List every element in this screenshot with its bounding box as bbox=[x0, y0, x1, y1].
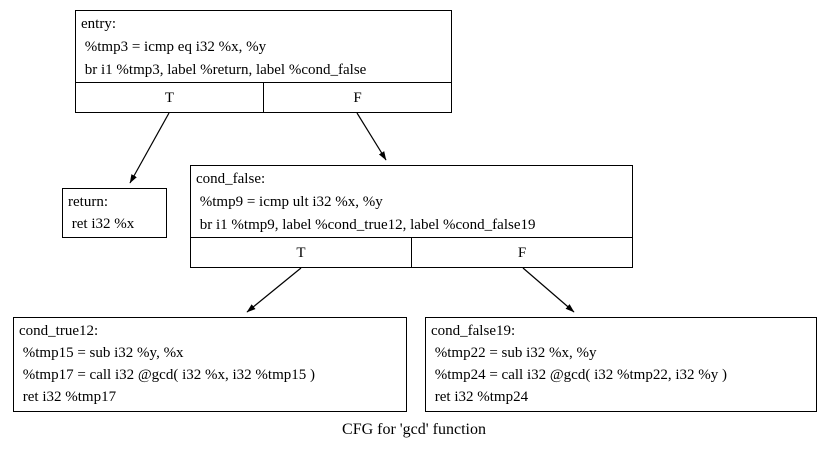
instruction: ret i32 %tmp24 bbox=[431, 389, 529, 405]
edge-cond-false-F-cond-false19 bbox=[522, 267, 575, 313]
block-label: cond_false: bbox=[196, 171, 266, 187]
entry-branch-false: F bbox=[353, 89, 362, 106]
cond-false-branch-false: F bbox=[517, 244, 527, 261]
cond-false-branch-row: T F bbox=[191, 237, 632, 268]
instruction: ret i32 %x bbox=[68, 216, 135, 232]
block-label: entry: bbox=[81, 16, 116, 32]
entry-branch-true: T bbox=[76, 83, 264, 113]
cond-false-branch-true: T bbox=[191, 238, 412, 268]
cond-false-code: cond_false: %tmp9 = icmp ult i32 %x, %y … bbox=[191, 166, 632, 237]
cfg-node-cond-false: cond_false: %tmp9 = icmp ult i32 %x, %y … bbox=[190, 165, 633, 268]
cfg-node-entry: entry: %tmp3 = icmp eq i32 %x, %y br i1 … bbox=[75, 10, 452, 113]
cfg-node-cond-false19: cond_false19: %tmp22 = sub i32 %x, %y %t… bbox=[425, 317, 817, 412]
edge-cond-false-T-cond-true12 bbox=[246, 267, 302, 313]
entry-code: entry: %tmp3 = icmp eq i32 %x, %y br i1 … bbox=[76, 11, 451, 82]
cfg-node-return: return: ret i32 %x bbox=[62, 188, 167, 238]
graph-caption: CFG for 'gcd' function bbox=[342, 421, 486, 438]
instruction: %tmp9 = icmp ult i32 %x, %y bbox=[196, 194, 383, 210]
return-code: return: ret i32 %x bbox=[63, 189, 166, 237]
block-label: cond_true12: bbox=[19, 323, 99, 339]
edge-entry-F-cond-false bbox=[356, 112, 387, 161]
instruction: %tmp3 = icmp eq i32 %x, %y bbox=[81, 39, 267, 55]
edge-entry-T-return bbox=[129, 112, 170, 184]
instruction: ret i32 %tmp17 bbox=[19, 389, 117, 405]
cond-false19-code: cond_false19: %tmp22 = sub i32 %x, %y %t… bbox=[426, 318, 816, 411]
instruction: %tmp24 = call i32 @gcd( i32 %tmp22, i32 … bbox=[431, 367, 727, 383]
instruction: %tmp22 = sub i32 %x, %y bbox=[431, 345, 597, 361]
block-label: cond_false19: bbox=[431, 323, 516, 339]
block-label: return: bbox=[68, 194, 108, 210]
instruction: %tmp15 = sub i32 %y, %x bbox=[19, 345, 184, 361]
instruction: br i1 %tmp9, label %cond_true12, label %… bbox=[196, 217, 536, 233]
cond-true12-code: cond_true12: %tmp15 = sub i32 %y, %x %tm… bbox=[14, 318, 406, 411]
cfg-node-cond-true12: cond_true12: %tmp15 = sub i32 %y, %x %tm… bbox=[13, 317, 407, 412]
instruction: br i1 %tmp3, label %return, label %cond_… bbox=[81, 62, 367, 78]
entry-branch-row: T F bbox=[76, 82, 451, 113]
instruction: %tmp17 = call i32 @gcd( i32 %x, i32 %tmp… bbox=[19, 367, 315, 383]
